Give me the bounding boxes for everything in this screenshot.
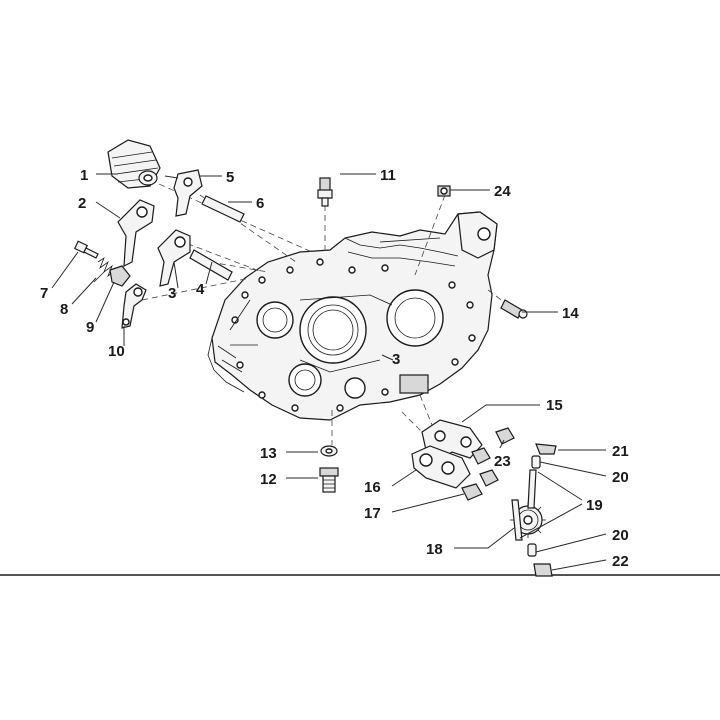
callout-9: 9 [86, 319, 94, 336]
part-bolt-14 [500, 299, 528, 319]
crankcase-half [207, 211, 498, 421]
part-fork-shaft-6 [201, 195, 245, 223]
part-pump-16 [411, 445, 471, 489]
callout-8: 8 [60, 301, 68, 318]
part-shift-drum [107, 139, 161, 189]
callout-11: 11 [380, 167, 396, 184]
callout-19: 19 [586, 497, 603, 514]
part-shift-fork-5 [173, 169, 203, 217]
callout-20b: 20 [612, 527, 629, 544]
assembly-guide-lines [141, 179, 509, 445]
callout-17: 17 [364, 505, 381, 522]
callout-3b: 3 [392, 351, 400, 368]
part-clip-21 [535, 443, 557, 455]
callout-7: 7 [40, 285, 48, 302]
callout-16: 16 [364, 479, 381, 496]
callout-14: 14 [562, 305, 579, 322]
callout-22: 22 [612, 553, 629, 570]
part-cap-22 [533, 563, 553, 577]
callout-10: 10 [108, 343, 125, 360]
part-pin-20b [527, 543, 537, 557]
part-pin-20a [531, 455, 541, 469]
callout-1: 1 [80, 167, 88, 184]
part-detent-9 [109, 265, 131, 287]
callout-18: 18 [426, 541, 443, 558]
callout-13: 13 [260, 445, 277, 462]
part-bolt-24 [437, 185, 451, 197]
callout-21: 21 [612, 443, 629, 460]
part-bolt-17 [461, 483, 483, 501]
callout-4: 4 [196, 281, 205, 298]
part-shafts-19 [511, 469, 537, 541]
part-washer-13 [320, 445, 338, 457]
callout-24: 24 [494, 183, 511, 200]
callout-15: 15 [546, 397, 563, 414]
callout-labels: 1 2 3 3 4 5 6 7 8 9 10 11 12 13 14 15 16… [40, 167, 629, 570]
crankcase-emblem [399, 374, 429, 394]
part-lever-10 [121, 283, 147, 329]
callout-20a: 20 [612, 469, 629, 486]
callout-2: 2 [78, 195, 86, 212]
callout-3a: 3 [168, 285, 176, 302]
part-bolt-7 [73, 240, 99, 259]
callout-12: 12 [260, 471, 277, 488]
part-fitting-11 [317, 177, 333, 207]
part-bolts-23 [471, 427, 515, 487]
callout-23: 23 [494, 453, 511, 470]
callout-5: 5 [226, 169, 234, 186]
part-shift-fork-3 [157, 229, 191, 287]
part-shift-fork-2 [117, 199, 155, 268]
part-drain-plug-12 [319, 467, 339, 493]
callout-6: 6 [256, 195, 264, 212]
leader-lines [51, 173, 607, 571]
